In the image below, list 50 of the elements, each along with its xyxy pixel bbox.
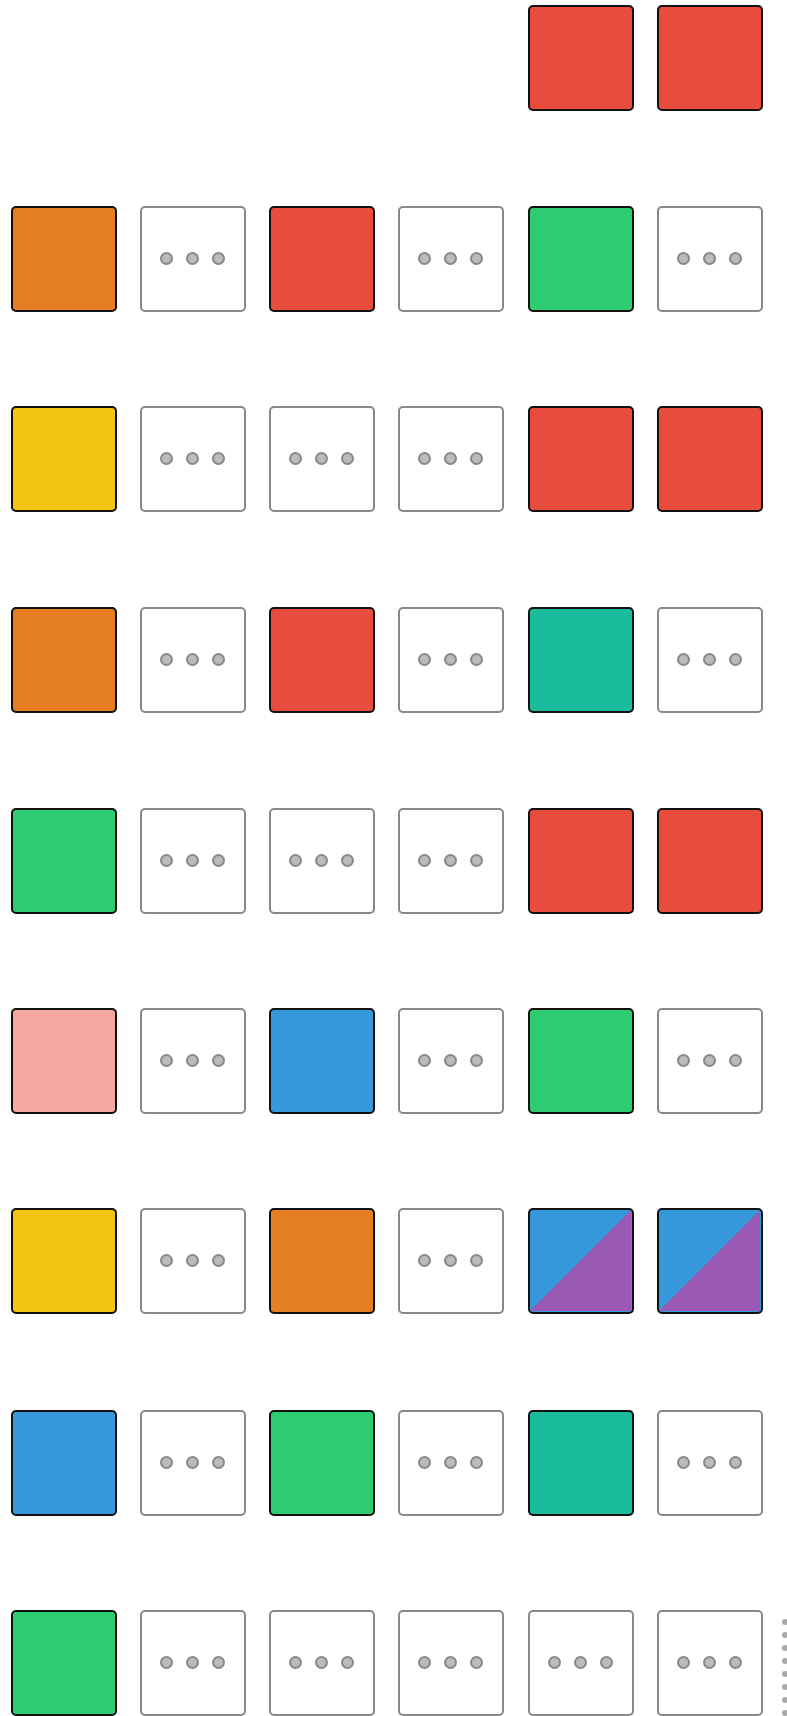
ellipsis-box: [398, 406, 504, 512]
ellipsis-box: [269, 808, 375, 914]
color-square: [269, 1410, 375, 1516]
color-square: [11, 406, 117, 512]
ellipsis-box: [398, 1008, 504, 1114]
ellipsis-box: [140, 1410, 246, 1516]
ellipsis-box: [657, 1610, 763, 1716]
color-square: [11, 607, 117, 713]
color-square: [657, 5, 763, 111]
ellipsis-box: [398, 808, 504, 914]
color-square: [11, 206, 117, 312]
split-color-square: [528, 1208, 634, 1314]
color-square: [528, 607, 634, 713]
ellipsis-box: [140, 1008, 246, 1114]
ellipsis-box: [398, 206, 504, 312]
ellipsis-box: [528, 1610, 634, 1716]
ellipsis-box: [140, 1610, 246, 1716]
color-square: [269, 206, 375, 312]
ellipsis-box: [140, 406, 246, 512]
color-square: [528, 206, 634, 312]
color-square: [11, 1008, 117, 1114]
color-square: [269, 1008, 375, 1114]
ellipsis-box: [269, 406, 375, 512]
ellipsis-box: [140, 607, 246, 713]
ellipsis-box: [398, 607, 504, 713]
ellipsis-box: [140, 1208, 246, 1314]
color-square: [657, 808, 763, 914]
color-square: [528, 5, 634, 111]
color-square: [11, 1610, 117, 1716]
ellipsis-box: [398, 1208, 504, 1314]
ellipsis-box: [657, 1008, 763, 1114]
color-square: [269, 1208, 375, 1314]
color-square: [528, 1410, 634, 1516]
color-square: [528, 808, 634, 914]
color-square: [11, 808, 117, 914]
ellipsis-box: [398, 1410, 504, 1516]
ellipsis-box: [657, 206, 763, 312]
ellipsis-box: [657, 1410, 763, 1516]
ellipsis-box: [269, 1610, 375, 1716]
ellipsis-box: [657, 607, 763, 713]
color-square: [269, 607, 375, 713]
color-square: [11, 1410, 117, 1516]
split-color-square: [657, 1208, 763, 1314]
color-square: [657, 406, 763, 512]
color-square: [11, 1208, 117, 1314]
ellipsis-box: [140, 206, 246, 312]
ellipsis-box: [398, 1610, 504, 1716]
color-square: [528, 1008, 634, 1114]
color-square: [528, 406, 634, 512]
ellipsis-box: [140, 808, 246, 914]
